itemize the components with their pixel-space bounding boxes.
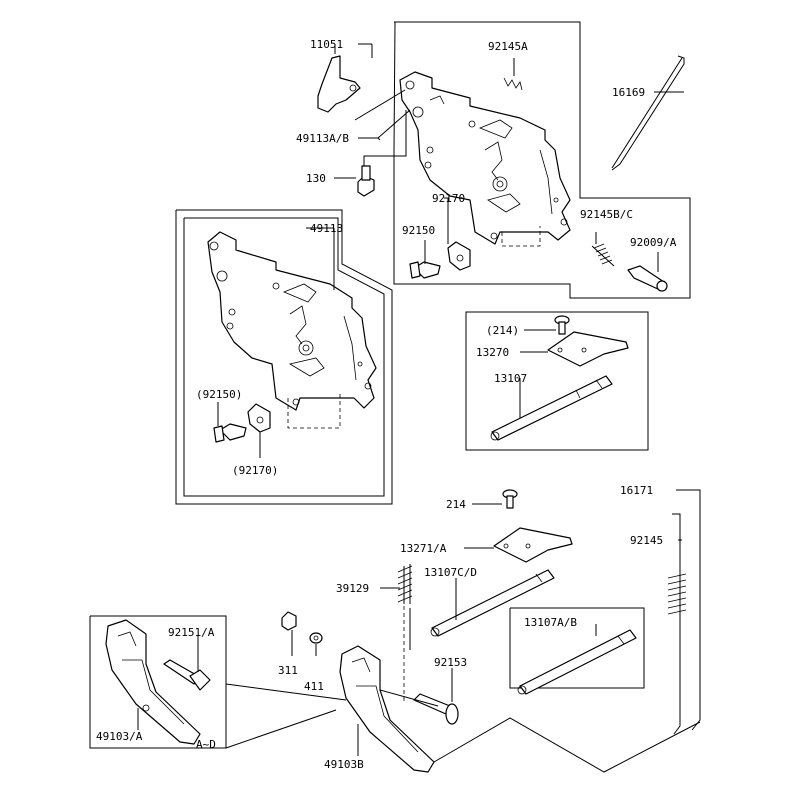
lever-49103A [105,619,201,745]
spring-92145BC [591,243,615,267]
spring-39129 [397,564,413,604]
label-411: 411 [304,680,324,693]
washer-411 [309,632,323,644]
spring-92145A [503,58,523,91]
label-13271A: 13271/A [400,542,447,555]
label-13107: 13107 [494,372,527,385]
shaft-13107AB [517,629,637,695]
rod-16171-92145 [667,489,701,735]
nut-311 [281,611,297,631]
leaders-middle-left [217,227,341,458]
screw-92009A [627,265,668,292]
label-49113: 49113 [310,222,343,235]
label-92150: 92150 [402,224,435,237]
shaft-13107 [490,375,613,441]
bracket-49113AB [399,71,571,245]
label-13107AB: 13107A/B [524,616,577,629]
label-92145A: 92145A [488,40,528,53]
label-13270: 13270 [476,346,509,359]
bracket-49113 [207,231,377,411]
plate-13270 [547,331,629,367]
clamp-92170-inner [247,403,271,433]
plate-11051 [317,44,361,113]
middle-left-frame [175,209,393,505]
label-92150-paren: (92150) [196,388,242,401]
pin-92153 [413,693,459,725]
label-92151A: 92151/A [168,626,215,639]
label-39129: 39129 [336,582,369,595]
label-49103B: 49103B [324,758,364,771]
rod-16169 [611,55,685,171]
label-214: 214 [446,498,466,511]
label-92009A: 92009/A [630,236,677,249]
label-92145BC: 92145B/C [580,208,633,221]
label-11051: 11051 [310,38,343,51]
screw-214 [502,489,518,509]
label-49103A: 49103/A [96,730,143,743]
screw-214-paren [554,315,570,335]
label-92170-paren: (92170) [232,464,278,477]
label-92145: 92145 [630,534,663,547]
lever-49103B [339,645,435,773]
clamp-92170 [447,241,471,271]
shaft-13107CD [430,569,555,637]
label-130: 130 [306,172,326,185]
inset-13107AB-frame [509,607,645,689]
label-49113AB: 49113A/B [296,132,349,145]
bolt-92150 [409,261,441,279]
leaders-top [334,43,684,272]
bolt-130 [357,165,375,197]
label-13107CD: 13107C/D [424,566,477,579]
top-assembly-frame [393,21,691,299]
plate-13271A [493,527,573,563]
label-214-paren: (214) [486,324,519,337]
label-311: 311 [278,664,298,677]
leaders-middle-right [519,329,556,418]
bolt-92150-inner [213,423,247,443]
bolt-92151A [163,659,211,691]
label-16169: 16169 [612,86,645,99]
label-92153: 92153 [434,656,467,669]
middle-right-frame [465,311,649,451]
label-92170: 92170 [432,192,465,205]
label-16171: 16171 [620,484,653,497]
label-AD: A~D [196,738,216,751]
leaders-bottom [137,489,701,773]
